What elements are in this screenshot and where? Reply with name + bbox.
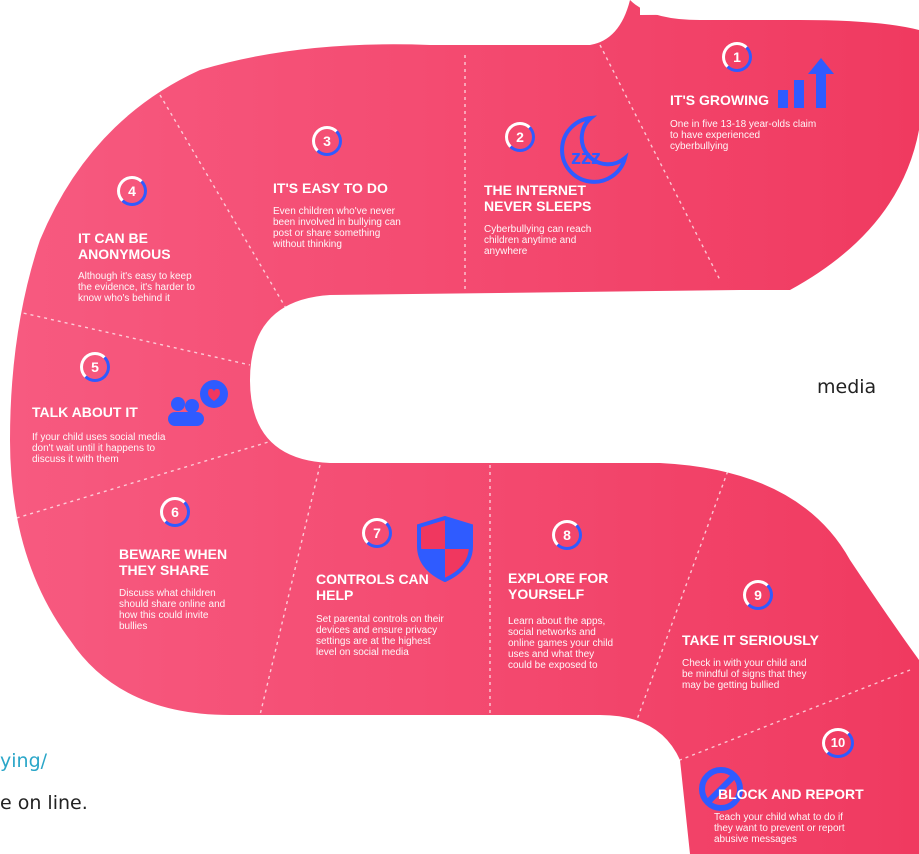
step-10-title: BLOCK AND REPORT xyxy=(718,786,864,802)
step-4-title: IT CAN BE ANONYMOUS xyxy=(78,230,171,262)
step-4-description: Although it's easy to keep the evidence,… xyxy=(78,271,195,304)
step-1-number: 1 xyxy=(722,42,752,72)
step-6-number: 6 xyxy=(160,497,190,527)
background-text-fragment: e on line. xyxy=(0,792,88,814)
step-8-title: EXPLORE FOR YOURSELF xyxy=(508,570,609,602)
moon-sleep-icon: zzz xyxy=(560,115,629,184)
step-1-description: One in five 13-18 year-olds claim to hav… xyxy=(670,119,817,152)
step-3-description: Even children who've never been involved… xyxy=(273,206,401,250)
step-5-title: TALK ABOUT IT xyxy=(32,404,138,420)
step-2-description: Cyberbullying can reach children anytime… xyxy=(484,224,592,257)
step-7-number: 7 xyxy=(362,518,392,548)
block-icon xyxy=(699,767,743,811)
background-link-fragment[interactable]: ying/ xyxy=(0,750,48,772)
step-7-title: CONTROLS CAN HELP xyxy=(316,571,429,603)
chat-people-icon xyxy=(168,380,228,426)
shield-icon xyxy=(417,516,473,582)
svg-text:zzz: zzz xyxy=(571,147,601,169)
step-10-description: Teach your child what to do if they want… xyxy=(714,812,845,845)
step-3-title: IT'S EASY TO DO xyxy=(273,180,388,196)
step-2-title: THE INTERNET NEVER SLEEPS xyxy=(484,182,592,214)
step-9-title: TAKE IT SERIOUSLY xyxy=(682,632,819,648)
step-9-description: Check in with your child and be mindful … xyxy=(682,658,807,691)
step-6-title: BEWARE WHEN THEY SHARE xyxy=(119,546,228,578)
step-1-title: IT'S GROWING xyxy=(670,92,769,108)
step-8-number: 8 xyxy=(552,520,582,550)
step-5-description: If your child uses social media don't wa… xyxy=(32,432,166,465)
bar-chart-arrow-icon xyxy=(778,58,834,108)
step-5-number: 5 xyxy=(80,352,110,382)
step-8-description: Learn about the apps, social networks an… xyxy=(508,616,614,671)
step-6-description: Discuss what children should share onlin… xyxy=(119,588,226,632)
step-7-description: Set parental controls on their devices a… xyxy=(316,614,444,658)
background-text-media: media xyxy=(817,376,877,398)
step-10-number: 10 xyxy=(822,728,854,758)
step-2-number: 2 xyxy=(505,122,535,152)
step-3-number: 3 xyxy=(312,126,342,156)
step-9-number: 9 xyxy=(743,580,773,610)
step-4-number: 4 xyxy=(117,176,147,206)
